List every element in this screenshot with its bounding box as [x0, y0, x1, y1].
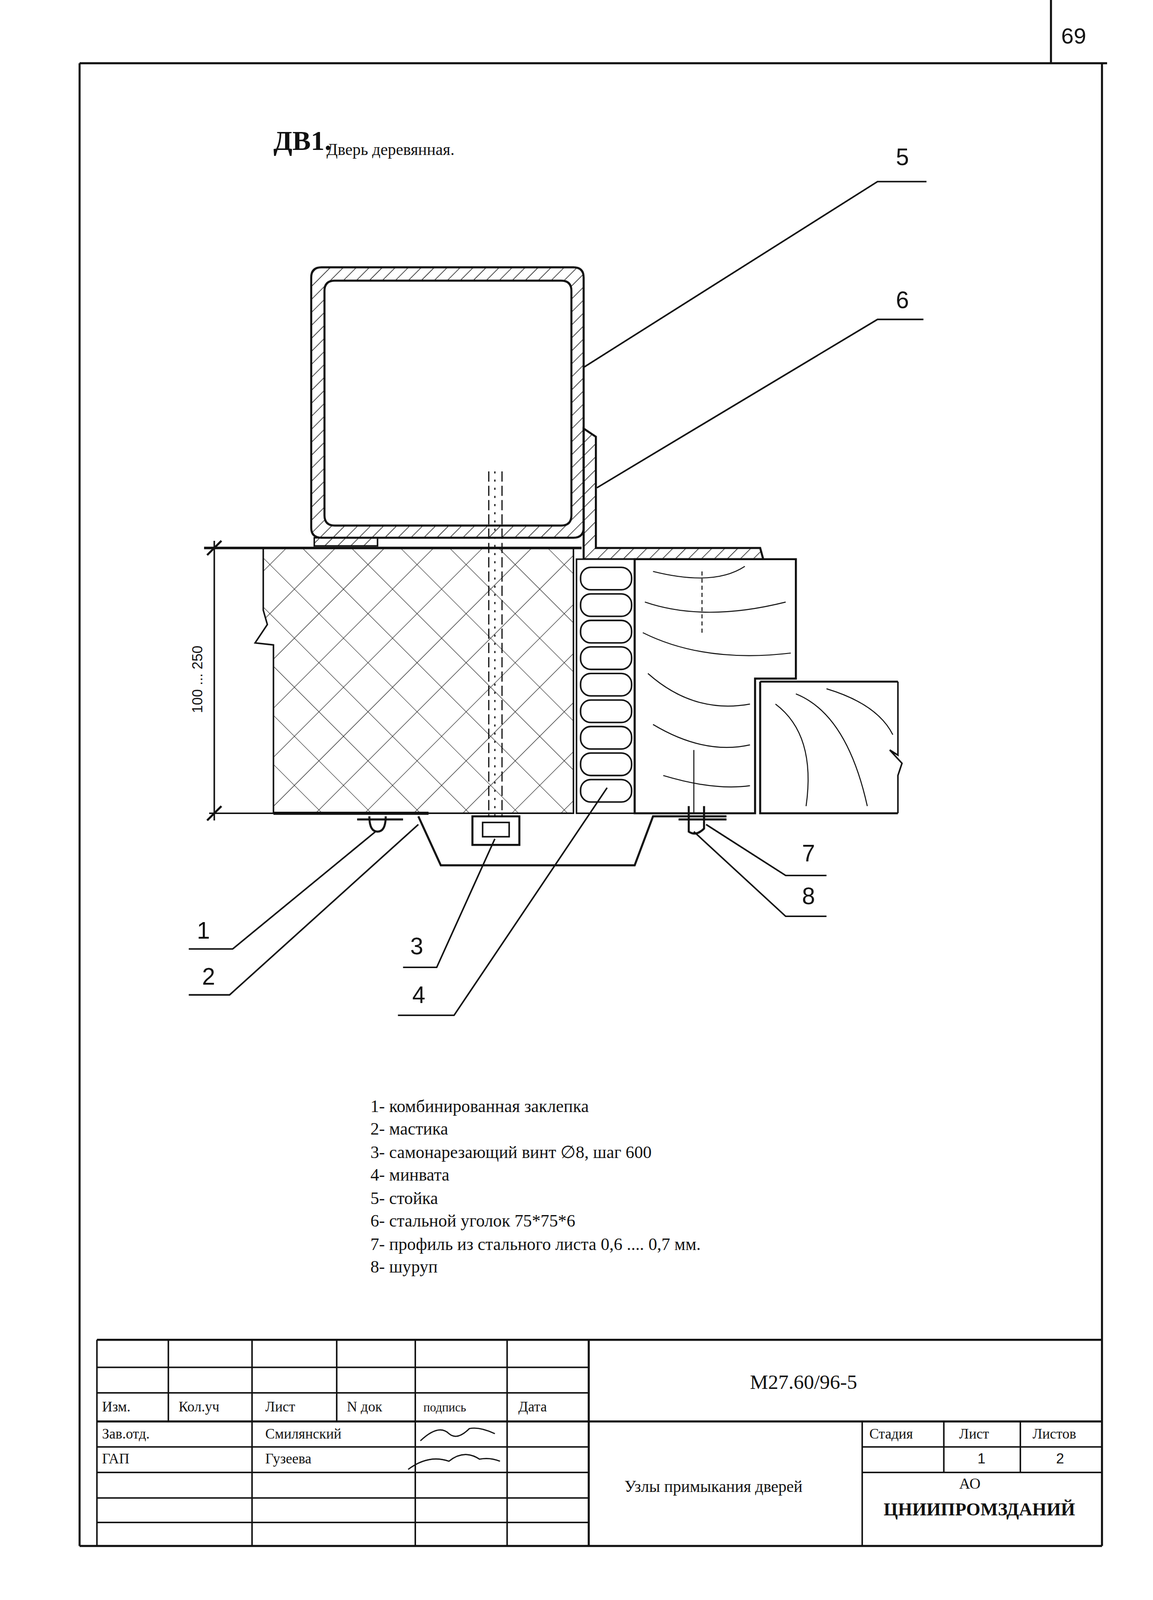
table-cell: Изм. — [102, 1398, 131, 1415]
dimension-text: 100 ... 250 — [190, 644, 206, 713]
table-cell: Лист — [958, 1426, 989, 1442]
legend-item: 3- самонарезающий винт ∅8, шаг 600 — [370, 1143, 652, 1163]
organization-name: ЦНИИПРОМЗДАНИЙ — [883, 1499, 1076, 1520]
table-cell: Стадия — [869, 1426, 914, 1442]
callout-number: 5 — [896, 144, 909, 171]
legend-item: 5- стойка — [370, 1189, 439, 1209]
callout-number: 3 — [410, 933, 423, 959]
table-cell: 1 — [977, 1450, 986, 1467]
table-cell: Гузеева — [265, 1450, 312, 1467]
callout-number: 7 — [802, 840, 816, 867]
drawing-title: ДВ1. — [273, 126, 332, 157]
callout-number: 6 — [896, 287, 909, 314]
drawing-code: М27.60/96-5 — [749, 1369, 857, 1393]
table-cell: Листов — [1032, 1426, 1077, 1442]
callout-number: 2 — [201, 964, 215, 990]
table-cell: N док — [347, 1398, 383, 1415]
table-cell: 2 — [1055, 1450, 1064, 1467]
callout-number: 4 — [412, 982, 426, 1009]
table-cell: ГАП — [102, 1450, 130, 1467]
legend-item: 6- стальной уголок 75*75*6 — [370, 1211, 576, 1231]
table-cell: Зав.отд. — [102, 1426, 150, 1442]
table-cell: АО — [958, 1474, 981, 1492]
legend-item: 1- комбинированная заклепка — [370, 1097, 589, 1117]
table-cell: Узлы примыкания дверей — [624, 1477, 803, 1496]
callout-number: 1 — [196, 918, 210, 944]
legend-item: 8- шуруп — [370, 1257, 438, 1277]
callout-number: 8 — [802, 883, 816, 909]
legend-item: 2- мастика — [370, 1119, 449, 1139]
legend-item: 4- минвата — [370, 1165, 450, 1185]
table-cell: Кол.уч — [178, 1398, 220, 1415]
page-number: 69 — [1061, 24, 1086, 50]
table-cell: Смилянский — [265, 1426, 342, 1442]
drawing-subtitle: Дверь деревянная. — [326, 140, 455, 159]
table-cell: Дата — [518, 1398, 547, 1415]
table-cell: подпись — [423, 1400, 467, 1414]
legend-item: 7- профиль из стального листа 0,6 .... 0… — [370, 1235, 702, 1255]
table-cell: Лист — [265, 1398, 296, 1415]
